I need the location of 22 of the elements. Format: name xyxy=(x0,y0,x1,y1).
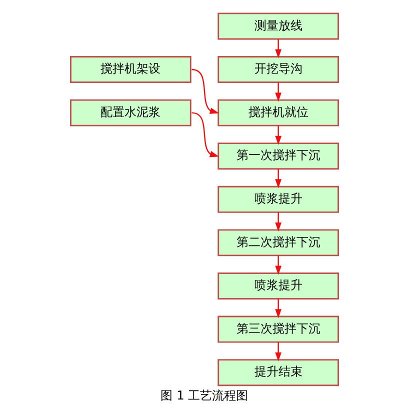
arrow xyxy=(275,168,282,188)
arrow xyxy=(275,298,282,318)
arrow xyxy=(275,212,282,232)
node-box: 开挖导沟 xyxy=(218,56,339,82)
arrow xyxy=(275,254,282,274)
node-box: 第一次搅拌下沉 xyxy=(218,142,339,170)
arrow xyxy=(275,125,282,144)
node-box: 第二次搅拌下沉 xyxy=(218,228,339,256)
arrow xyxy=(275,82,282,102)
node-box: 第三次搅拌下沉 xyxy=(218,315,339,342)
node-box: 提升结束 xyxy=(218,358,339,386)
node-box: 搅拌机就位 xyxy=(218,98,339,126)
node-box: 喷浆提升 xyxy=(218,272,339,299)
node-box: 喷浆提升 xyxy=(218,185,339,212)
node-box: 搅拌机架设 xyxy=(70,56,192,82)
node-box: 测量放线 xyxy=(218,12,339,40)
node-box: 配置水泥浆 xyxy=(70,98,192,126)
arrow xyxy=(192,112,220,157)
caption: 图 1 工艺流程图 xyxy=(160,388,248,402)
arrow xyxy=(275,38,282,58)
arrow xyxy=(192,68,220,114)
arrow xyxy=(275,342,282,361)
